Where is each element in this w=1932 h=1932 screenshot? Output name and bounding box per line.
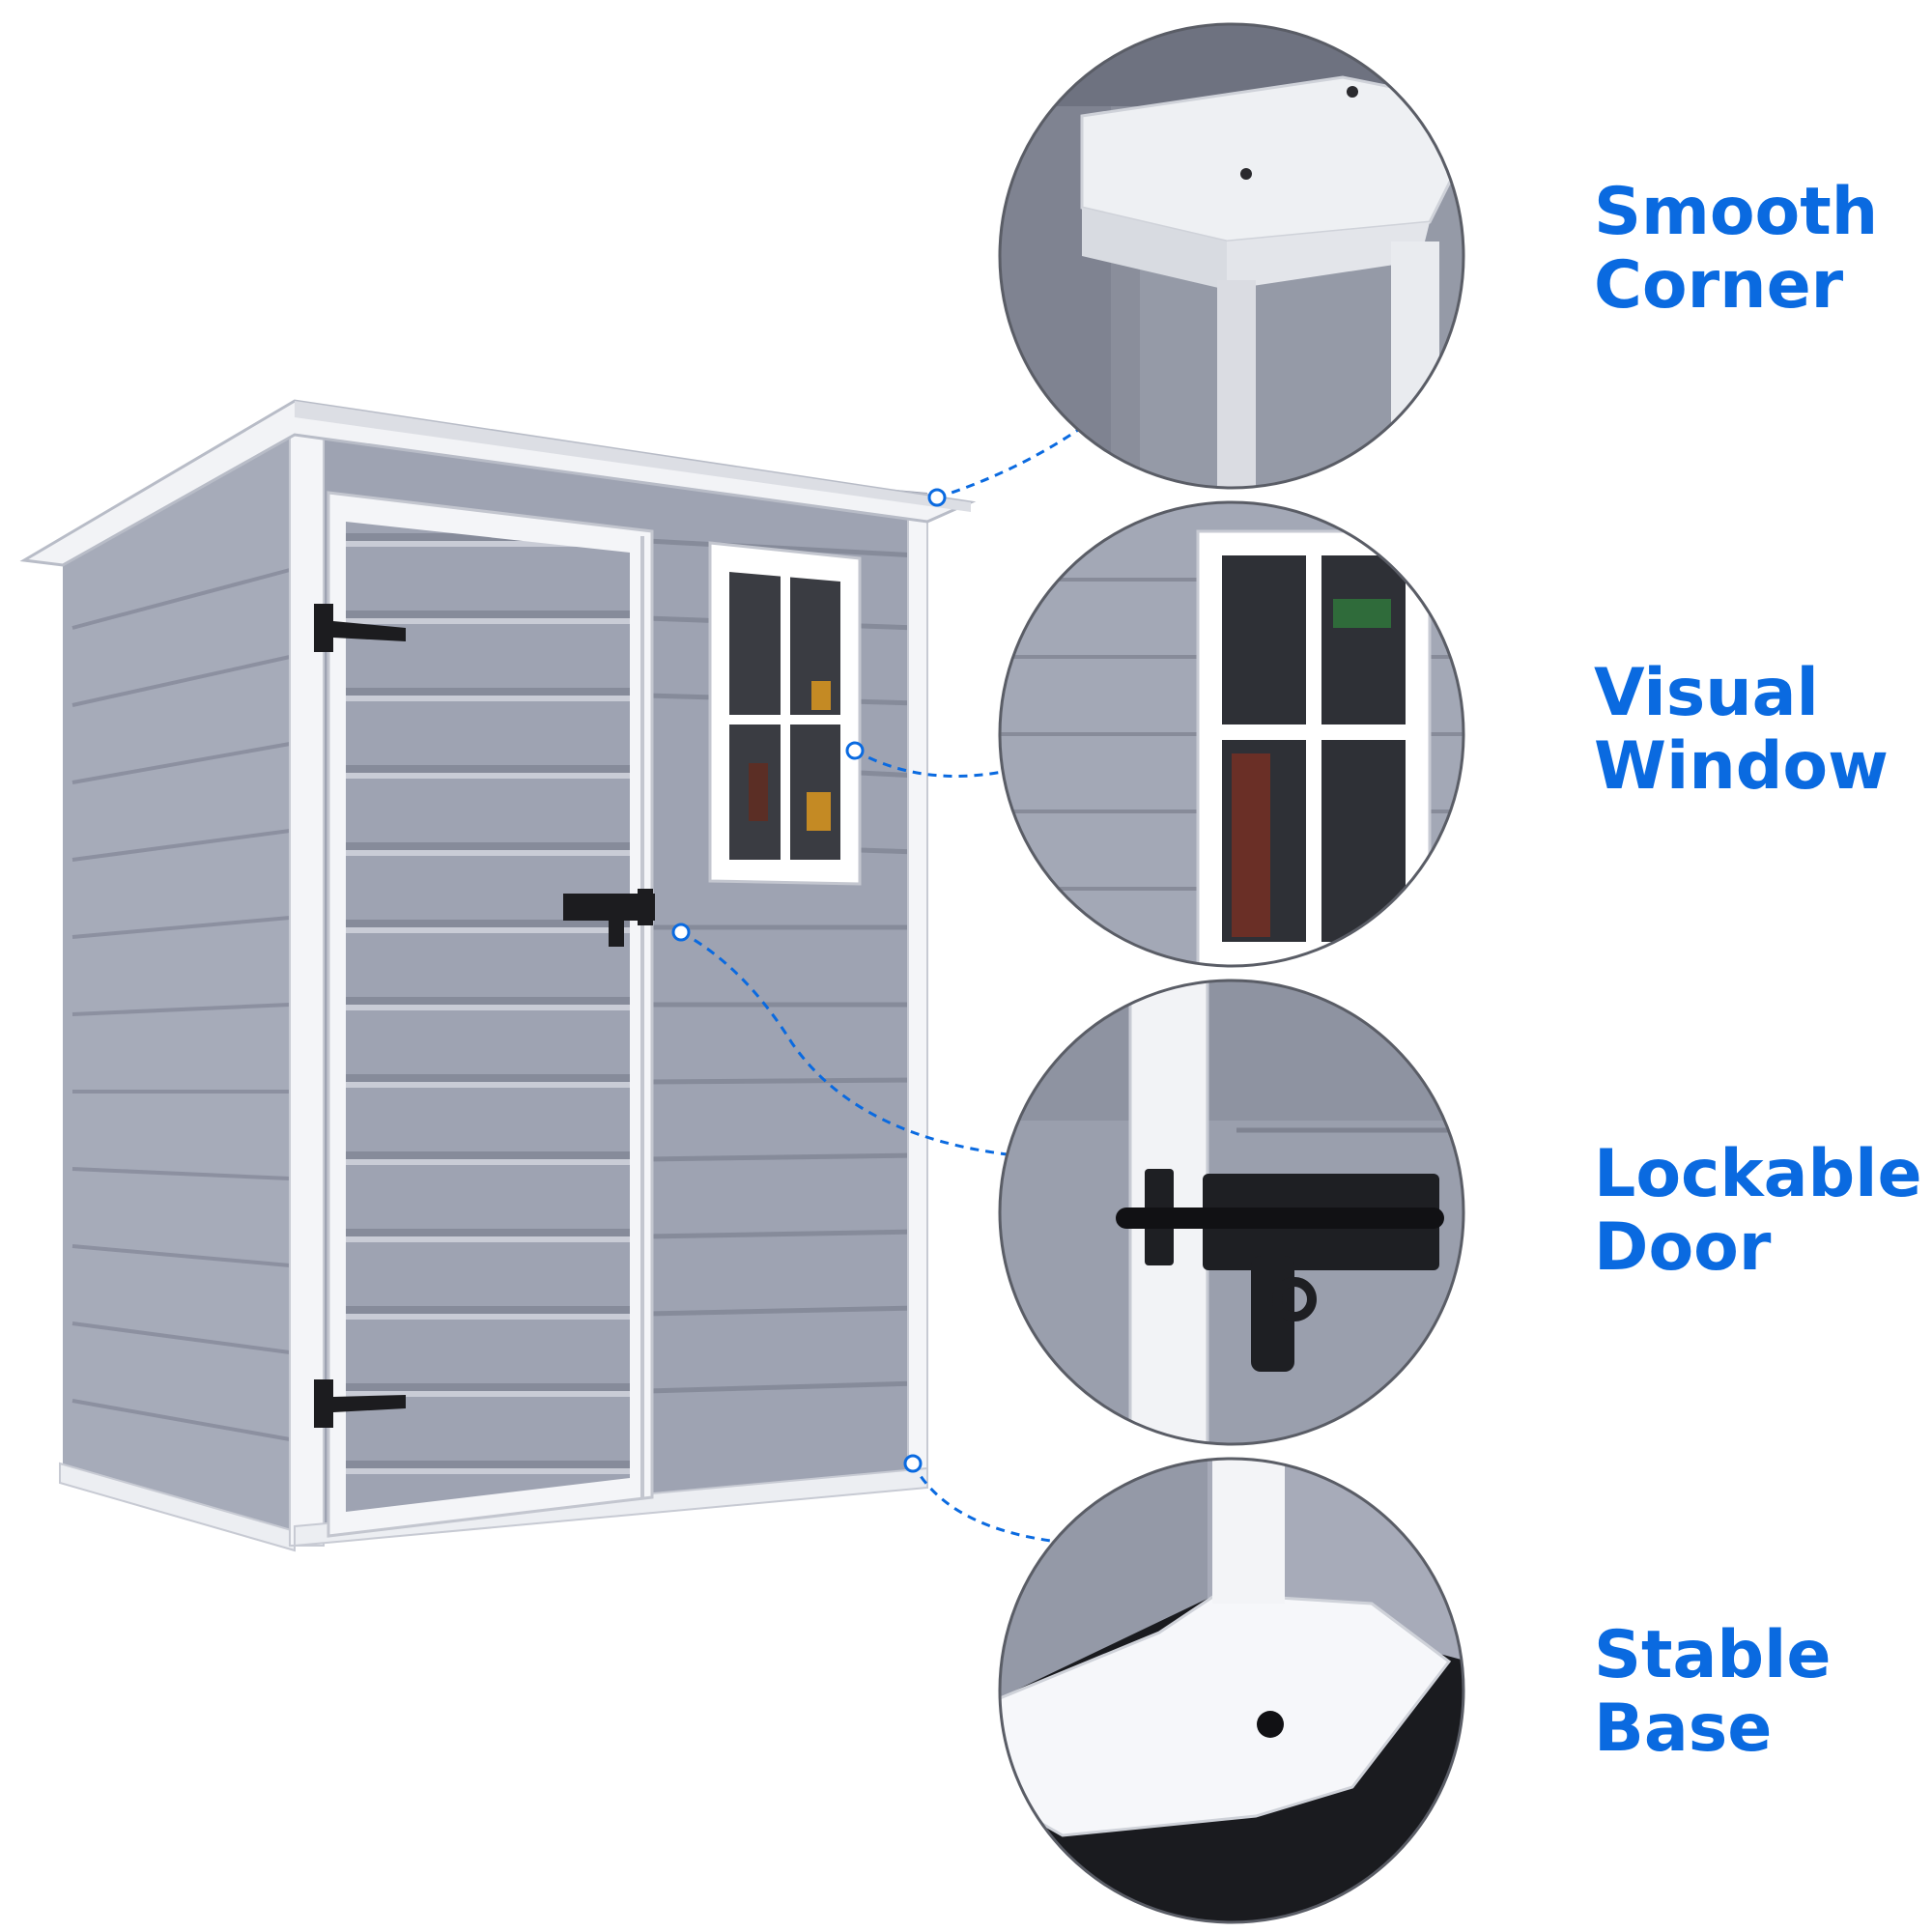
- front-siding-lines: [646, 538, 919, 1394]
- dot-smooth-corner: [927, 488, 947, 507]
- dot-stable-base: [903, 1454, 923, 1473]
- feature-label-line: Lockable: [1594, 1136, 1922, 1212]
- feature-label-line: Stable: [1594, 1617, 1832, 1693]
- feature-label-visual-window: Visual Window: [1594, 657, 1922, 804]
- front-base-trim: [294, 1466, 928, 1548]
- callout-dots: [671, 488, 947, 1473]
- dot-visual-window: [845, 741, 865, 760]
- hinge-top: [314, 604, 406, 652]
- feature-label-stable-base: Stable Base: [1594, 1619, 1922, 1766]
- dot-lockable-door: [671, 923, 691, 942]
- roof-edge: [295, 401, 971, 512]
- shed: [19, 399, 977, 1552]
- hinge-bottom: [314, 1379, 406, 1428]
- detail-circle-lockable-door: [998, 979, 1465, 1446]
- front-right-post: [907, 491, 928, 1489]
- front-left-post: [289, 433, 325, 1547]
- feature-label-lockable-door: Lockable Door: [1594, 1138, 1922, 1285]
- feature-label-line: Door: [1594, 1209, 1772, 1286]
- feature-label-line: Smooth: [1594, 174, 1879, 250]
- shed-side-wall: [63, 435, 295, 1541]
- side-base-trim: [59, 1462, 296, 1552]
- feature-label-line: Base: [1594, 1690, 1773, 1767]
- connector-lockable-door: [680, 930, 1075, 1161]
- detail-circle-smooth-corner: [998, 22, 1465, 490]
- connector-stable-base: [911, 1463, 1126, 1548]
- feature-label-line: Corner: [1594, 247, 1844, 324]
- shed-window: [708, 541, 862, 886]
- detail-circle-visual-window: [998, 500, 1465, 968]
- door-latch: [563, 889, 655, 947]
- door-panel: [346, 522, 630, 1512]
- side-siding-lines: [71, 568, 291, 1441]
- detail-circle-stable-base: [998, 1457, 1465, 1924]
- feature-label-line: Visual: [1594, 655, 1819, 731]
- feature-label-smooth-corner: Smooth Corner: [1594, 176, 1922, 323]
- feature-label-line: Window: [1594, 728, 1889, 805]
